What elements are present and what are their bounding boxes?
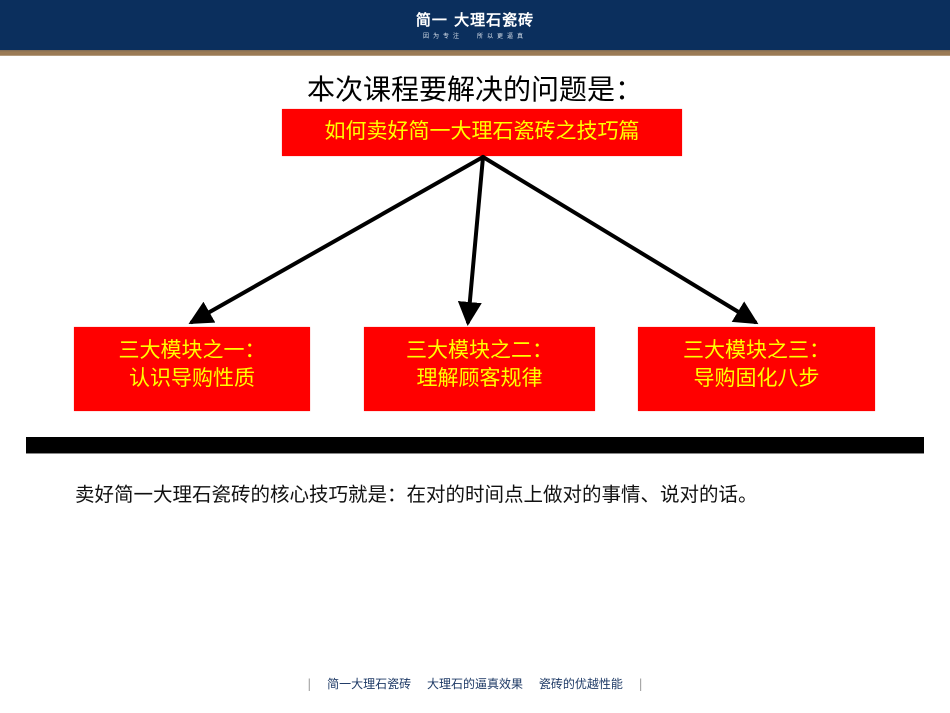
module-3-subtitle: 导购固化八步 xyxy=(693,366,820,390)
arrow-to-module-3 xyxy=(481,155,759,325)
arrow-to-module-2 xyxy=(457,155,485,326)
brand-slogan: 因为专注 所以更逼真 xyxy=(423,33,527,40)
footer-item: 大理石的逼真效果 xyxy=(426,677,523,691)
module-3-title: 三大模块之三： xyxy=(683,338,830,362)
module-box-2: 三大模块之二： 理解顾客规律 xyxy=(364,327,595,411)
footer-separator: | xyxy=(638,677,643,691)
module-2-title: 三大模块之二： xyxy=(406,338,553,362)
module-2-subtitle: 理解顾客规律 xyxy=(416,366,543,390)
brand-name: 简一 大理石瓷砖 xyxy=(415,11,535,29)
module-box-1: 三大模块之一： 认识导购性质 xyxy=(74,327,310,411)
module-box-3: 三大模块之三： 导购固化八步 xyxy=(638,327,875,411)
footer-separator: | xyxy=(307,677,312,691)
header-banner: 简一 大理石瓷砖 因为专注 所以更逼真 xyxy=(0,0,950,50)
brand-logo: 简一 大理石瓷砖 因为专注 所以更逼真 xyxy=(0,11,950,42)
header-stripe xyxy=(0,50,950,56)
page-title: 本次课程要解决的问题是： xyxy=(306,73,643,106)
footer: | 简一大理石瓷砖 大理石的逼真效果 瓷砖的优越性能 | xyxy=(0,676,950,692)
topic-box: 如何卖好简一大理石瓷砖之技巧篇 xyxy=(282,109,682,156)
footer-item: 简一大理石瓷砖 xyxy=(327,677,412,691)
module-1-subtitle: 认识导购性质 xyxy=(129,366,255,390)
module-1-title: 三大模块之一： xyxy=(118,338,266,362)
divider-bar xyxy=(26,437,924,453)
footer-item: 瓷砖的优越性能 xyxy=(538,677,623,691)
topic-box-label: 如何卖好简一大理石瓷砖之技巧篇 xyxy=(324,119,640,143)
core-statement: 卖好简一大理石瓷砖的核心技巧就是：在对的时间点上做对的事情、说对的话。 xyxy=(75,483,758,506)
arrow-to-module-1 xyxy=(188,155,485,324)
